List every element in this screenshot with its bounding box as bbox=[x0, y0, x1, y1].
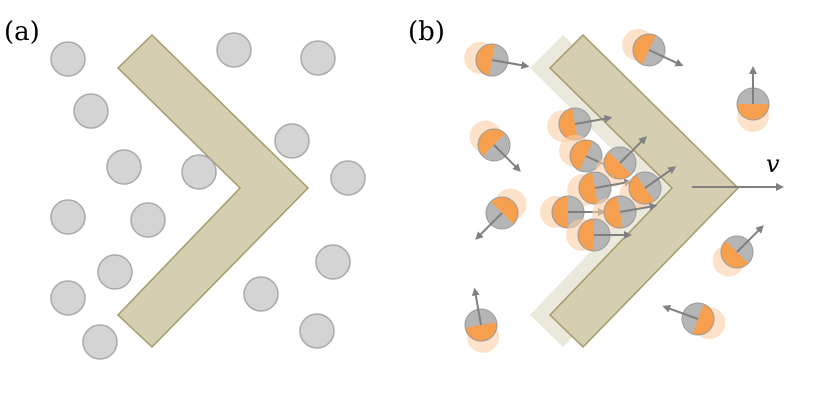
particle bbox=[106, 149, 142, 185]
particle bbox=[82, 324, 118, 360]
active-particle bbox=[567, 171, 633, 207]
direction-arrow bbox=[662, 304, 699, 320]
direction-arrow bbox=[594, 178, 633, 189]
wedge-obstacle-moving bbox=[548, 33, 740, 349]
active-particle bbox=[622, 28, 684, 67]
particle bbox=[315, 244, 351, 280]
particle bbox=[181, 154, 217, 190]
active-particle bbox=[469, 120, 521, 172]
direction-arrow bbox=[648, 49, 684, 67]
panel-label-a: (a) bbox=[4, 17, 40, 47]
direction-arrow bbox=[475, 212, 503, 240]
wedge-obstacle bbox=[116, 33, 310, 349]
direction-arrow bbox=[493, 144, 521, 172]
active-particle bbox=[736, 66, 770, 132]
direction-arrow bbox=[471, 287, 482, 326]
particle bbox=[50, 280, 86, 316]
particle bbox=[274, 123, 310, 159]
particle bbox=[216, 32, 252, 68]
particle bbox=[73, 93, 109, 129]
direction-arrow bbox=[574, 114, 613, 125]
active-particle-group bbox=[464, 28, 770, 353]
particle-group-a bbox=[50, 32, 366, 360]
active-particle bbox=[559, 134, 621, 173]
panel-label-b: (b) bbox=[408, 17, 445, 47]
particle bbox=[243, 276, 279, 312]
direction-arrow bbox=[644, 166, 677, 189]
active-particle bbox=[475, 188, 527, 240]
active-particle bbox=[712, 225, 764, 277]
active-particle bbox=[464, 41, 530, 77]
velocity-label: v bbox=[766, 150, 780, 178]
active-particle bbox=[595, 136, 647, 188]
active-particle bbox=[662, 302, 726, 340]
direction-arrow bbox=[736, 225, 764, 253]
panel-b: v bbox=[464, 28, 784, 353]
particle bbox=[50, 41, 86, 77]
particle bbox=[97, 254, 133, 290]
particle bbox=[130, 202, 166, 238]
particle bbox=[299, 313, 335, 349]
particle bbox=[50, 199, 86, 235]
panel-a bbox=[50, 32, 366, 360]
active-particle bbox=[619, 166, 677, 211]
particle bbox=[300, 40, 336, 76]
direction-arrow bbox=[619, 136, 647, 164]
direction-arrow bbox=[491, 59, 530, 70]
active-particle bbox=[566, 218, 632, 252]
active-particle bbox=[464, 287, 500, 353]
direction-arrow bbox=[619, 202, 658, 213]
particle bbox=[330, 160, 366, 196]
